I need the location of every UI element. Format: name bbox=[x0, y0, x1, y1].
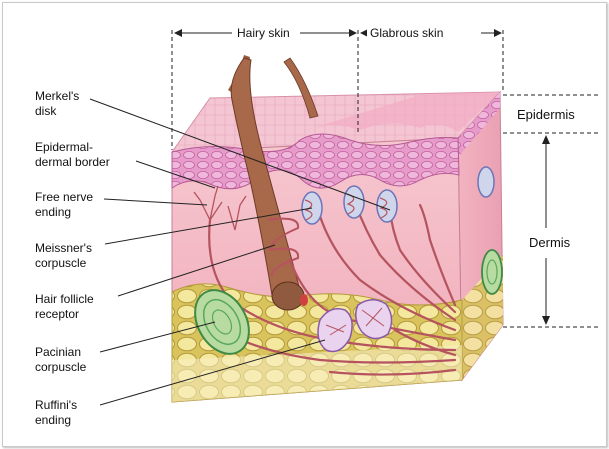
hair-bulb bbox=[272, 282, 304, 310]
hair-follicle-receptor-label: Hair follicle receptor bbox=[35, 292, 94, 322]
dermis-label: Dermis bbox=[527, 235, 572, 250]
layer-markers bbox=[503, 95, 598, 327]
merkel-disk-label: Merkel's disk bbox=[35, 89, 79, 119]
hair-follicle-receptor-line-1: Hair follicle bbox=[35, 292, 94, 307]
free-nerve-ending-line-1: Free nerve bbox=[35, 190, 93, 205]
ruffini-ending-label: Ruffini's ending bbox=[35, 398, 77, 428]
free-nerve-ending-line-2: ending bbox=[35, 205, 93, 220]
free-nerve-ending-label: Free nerve ending bbox=[35, 190, 93, 220]
merkel-disk-line-1: Merkel's bbox=[35, 89, 79, 104]
pacinian-corpuscle-label: Pacinian corpuscle bbox=[35, 345, 86, 375]
pacinian-corpuscle-line-2: corpuscle bbox=[35, 360, 86, 375]
merkel-disk-line-2: disk bbox=[35, 104, 79, 119]
epidermal-dermal-border-line-1: Epidermal- bbox=[35, 140, 110, 155]
pacinian-corpuscle-line-1: Pacinian bbox=[35, 345, 86, 360]
hair-papilla bbox=[300, 294, 308, 306]
glabrous-skin-label: Glabrous skin bbox=[367, 26, 446, 40]
epidermal-dermal-border-line-2: dermal border bbox=[35, 155, 110, 170]
epidermis-label: Epidermis bbox=[517, 107, 575, 122]
meissner-corpuscle-line-1: Meissner's bbox=[35, 241, 92, 256]
meissner-corpuscle-label: Meissner's corpuscle bbox=[35, 241, 92, 271]
hairy-skin-label: Hairy skin bbox=[234, 26, 293, 40]
ruffini-ending-line-2: ending bbox=[35, 413, 77, 428]
hair-follicle-receptor-line-2: receptor bbox=[35, 307, 94, 322]
epidermal-dermal-border-label: Epidermal- dermal border bbox=[35, 140, 110, 170]
ruffini-ending-line-1: Ruffini's bbox=[35, 398, 77, 413]
meissner-corpuscle-line-2: corpuscle bbox=[35, 256, 92, 271]
